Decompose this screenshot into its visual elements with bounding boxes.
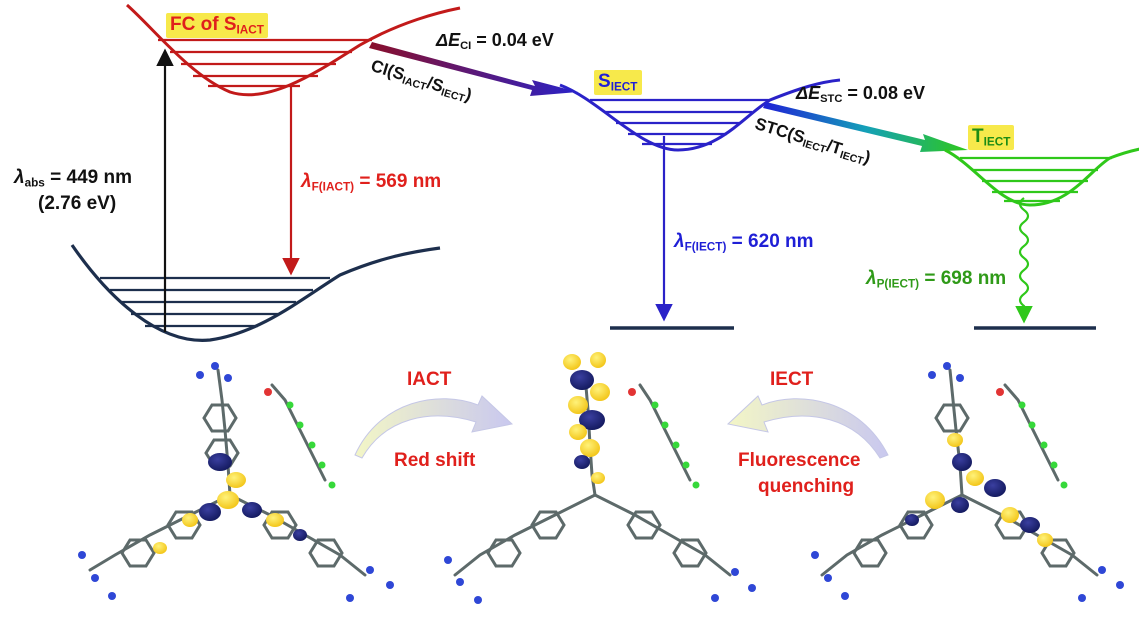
siect-potential-well bbox=[559, 78, 841, 152]
ground-potential-well bbox=[70, 244, 441, 342]
molecule-siect bbox=[444, 352, 756, 604]
iect-process-title: IECT bbox=[770, 369, 814, 390]
iact-process-arrow bbox=[354, 395, 514, 459]
phosphorescence-arrow bbox=[1015, 197, 1033, 324]
absorption-energy-label: (2.76 eV) bbox=[38, 193, 117, 214]
iact-process-title: IACT bbox=[407, 369, 452, 390]
molecule-iact bbox=[78, 362, 394, 602]
molecule-tiect bbox=[811, 362, 1124, 602]
stc-energy-label: ΔESTC = 0.08 eV bbox=[796, 83, 925, 106]
ci-arrow bbox=[369, 42, 578, 96]
ci-energy-label: ΔECI = 0.04 eV bbox=[436, 30, 554, 53]
absorption-label: λabs = 449 nm bbox=[14, 167, 132, 190]
stc-arrow bbox=[763, 102, 968, 152]
tiect-label: TIECT bbox=[968, 125, 1015, 151]
fluorescence-iect-label: λF(IECT) = 620 nm bbox=[674, 231, 814, 254]
iect-process-caption-line1: Fluorescence bbox=[738, 450, 861, 471]
iact-process-caption: Red shift bbox=[394, 450, 476, 471]
iect-process-caption-line2: quenching bbox=[758, 476, 855, 497]
iect-process-arrow bbox=[726, 395, 889, 459]
fluorescence-iact-label: λF(IACT) = 569 nm bbox=[301, 171, 442, 194]
tiect-potential-well bbox=[944, 147, 1139, 207]
siact-potential-well bbox=[126, 3, 461, 97]
fc-siact-label: FC of SIACT bbox=[166, 13, 268, 39]
siect-label: SIECT bbox=[594, 70, 642, 96]
phosphorescence-label: λP(IECT) = 698 nm bbox=[866, 268, 1007, 291]
